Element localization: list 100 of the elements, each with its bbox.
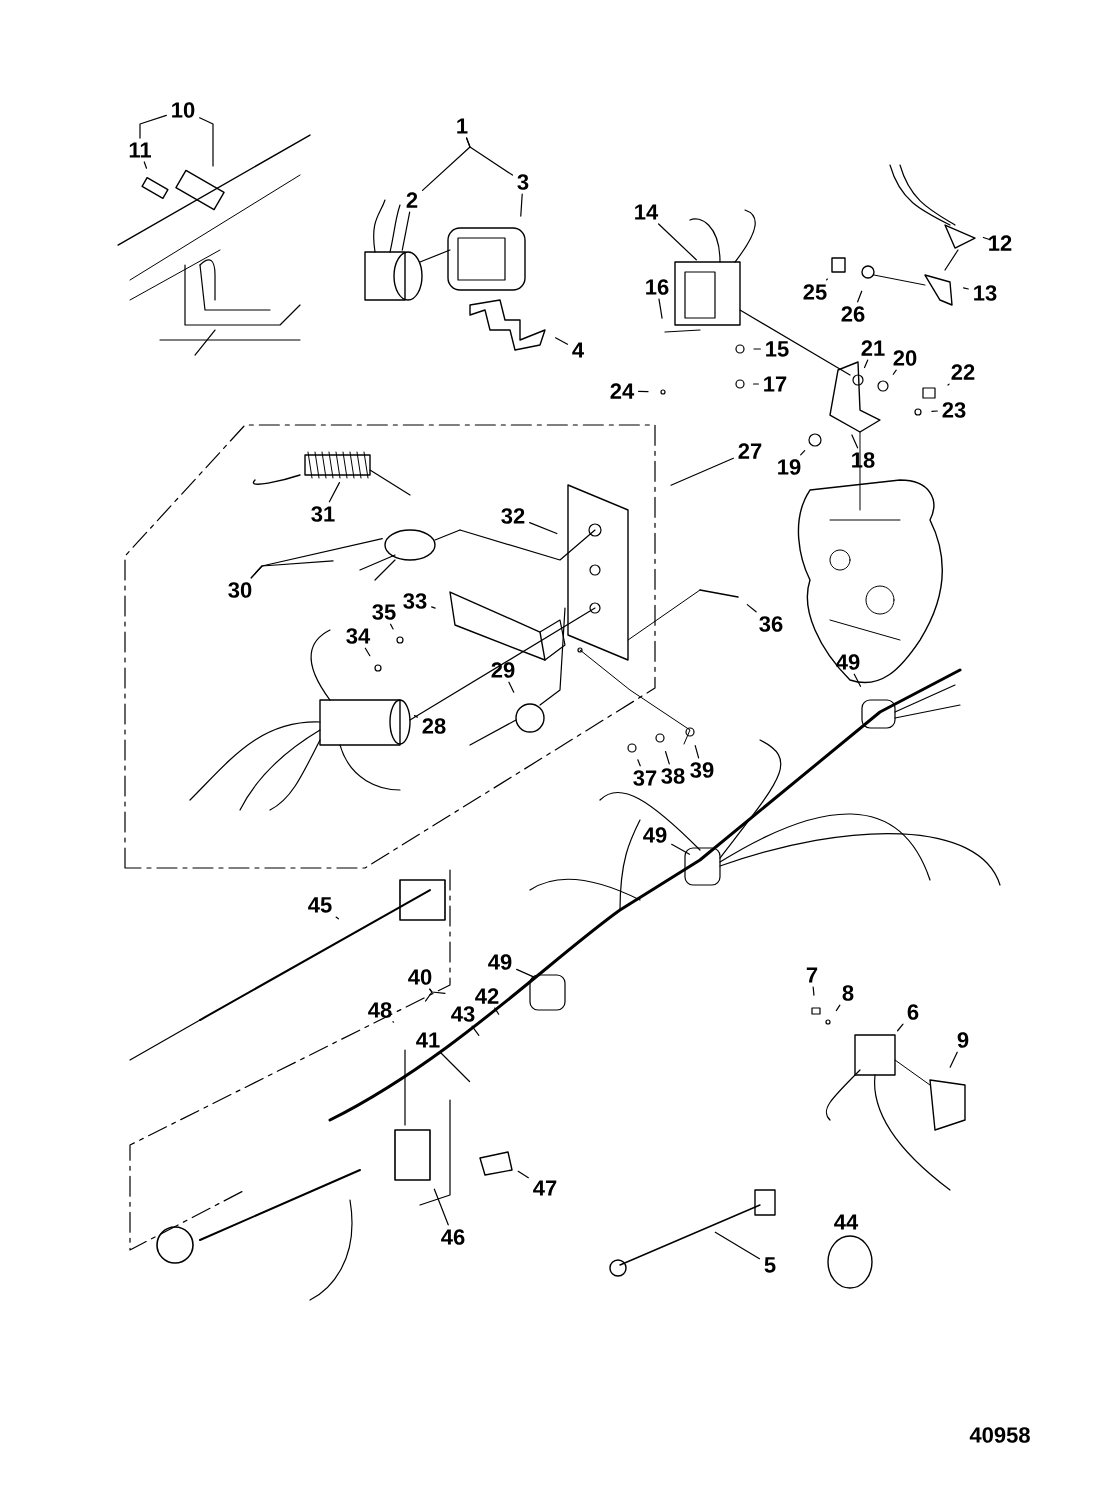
leader-line bbox=[508, 681, 515, 693]
callout-number: 13 bbox=[974, 285, 997, 301]
callout-number: 14 bbox=[635, 204, 659, 220]
leader-line bbox=[694, 745, 700, 759]
callout-number: 15 bbox=[766, 341, 789, 357]
leader-line bbox=[800, 450, 806, 456]
callout-number: 49 bbox=[643, 827, 667, 843]
leader-line bbox=[982, 236, 991, 241]
callout-number: 27 bbox=[738, 443, 762, 459]
leader-line bbox=[664, 750, 670, 765]
callout-number: 10 bbox=[172, 102, 195, 118]
leader-line bbox=[439, 1051, 471, 1083]
leader-line bbox=[857, 290, 863, 303]
callout-number: 49 bbox=[836, 654, 860, 670]
callout-number: 49 bbox=[488, 954, 512, 970]
leader-line bbox=[431, 606, 436, 609]
callout-number: 47 bbox=[533, 1180, 557, 1196]
leader-line bbox=[328, 482, 341, 503]
callout-number: 5 bbox=[764, 1257, 776, 1273]
leader-line bbox=[517, 1170, 529, 1179]
callout-number: 8 bbox=[842, 985, 854, 1001]
leader-line bbox=[949, 1051, 958, 1068]
callout-number: 26 bbox=[841, 306, 865, 322]
leader-line bbox=[658, 298, 663, 319]
leader-line bbox=[752, 383, 759, 385]
callout-number: 6 bbox=[907, 1004, 919, 1020]
callout-number: 33 bbox=[403, 593, 427, 609]
callout-number: 20 bbox=[893, 350, 917, 366]
leader-line bbox=[892, 369, 897, 375]
callout-number: 42 bbox=[475, 988, 499, 1004]
leader-line bbox=[139, 114, 167, 139]
callout-number: 31 bbox=[311, 506, 335, 522]
callout-number: 34 bbox=[346, 628, 371, 644]
leader-line bbox=[389, 623, 394, 630]
callout-number: 40 bbox=[408, 969, 432, 985]
callout-number: 44 bbox=[834, 1214, 859, 1230]
leader-line bbox=[658, 223, 697, 261]
callout-number: 7 bbox=[806, 967, 818, 983]
leader-line bbox=[392, 1021, 395, 1023]
leader-line bbox=[364, 647, 371, 657]
leader-line bbox=[433, 1188, 449, 1226]
callout-number: 11 bbox=[129, 142, 151, 158]
leader-line bbox=[529, 522, 558, 535]
callout-number: 30 bbox=[228, 582, 252, 598]
callout-number: 9 bbox=[957, 1032, 969, 1048]
leader-line bbox=[471, 1025, 480, 1036]
leader-line bbox=[853, 673, 862, 687]
leader-line bbox=[931, 410, 938, 412]
leader-line bbox=[335, 916, 339, 920]
callout-number: 45 bbox=[308, 897, 332, 913]
callout-number: 43 bbox=[451, 1006, 475, 1022]
leader-line bbox=[835, 1004, 841, 1012]
figure-number: 40958 bbox=[969, 1427, 1030, 1443]
callout-number: 35 bbox=[372, 604, 396, 620]
leader-line bbox=[714, 1231, 761, 1260]
callout-number: 3 bbox=[517, 174, 529, 190]
leader-line bbox=[494, 1007, 500, 1015]
callout-number: 23 bbox=[942, 402, 966, 418]
callout-number: 39 bbox=[690, 762, 714, 778]
callout-number: 24 bbox=[610, 383, 635, 399]
callout-number: 32 bbox=[501, 508, 525, 524]
leader-line bbox=[516, 968, 535, 978]
leader-line bbox=[250, 538, 383, 579]
callout-number: 41 bbox=[416, 1032, 440, 1048]
callout-number: 36 bbox=[759, 616, 783, 632]
leader-line bbox=[429, 988, 446, 994]
leader-line bbox=[947, 383, 950, 386]
callout-number: 19 bbox=[778, 459, 801, 475]
leader-line bbox=[851, 434, 859, 449]
leader-line bbox=[753, 348, 761, 350]
callout-number: 29 bbox=[491, 662, 515, 678]
leader-line bbox=[897, 1023, 904, 1032]
callout-number: 12 bbox=[989, 235, 1012, 251]
leader-line bbox=[413, 715, 418, 718]
callout-number: 28 bbox=[422, 718, 446, 734]
callout-number: 22 bbox=[951, 364, 975, 380]
leader-line bbox=[812, 986, 815, 996]
callout-number: 16 bbox=[646, 279, 669, 295]
callout-number: 2 bbox=[406, 192, 418, 208]
callout-number: 38 bbox=[661, 768, 685, 784]
leader-line bbox=[746, 604, 757, 613]
callout-number: 21 bbox=[861, 340, 885, 356]
leader-line bbox=[199, 117, 214, 167]
leader-line bbox=[520, 193, 523, 217]
callout-number: 37 bbox=[633, 770, 657, 786]
callout-number: 4 bbox=[572, 342, 584, 358]
callout-number: 25 bbox=[803, 284, 827, 300]
leader-line bbox=[638, 390, 649, 393]
callout-number: 18 bbox=[852, 452, 875, 468]
leader-line bbox=[825, 278, 828, 281]
leader-line bbox=[401, 211, 411, 251]
callout-number: 48 bbox=[368, 1002, 392, 1018]
leader-line bbox=[143, 161, 148, 169]
callout-number: 1 bbox=[457, 118, 468, 134]
leader-line bbox=[962, 287, 969, 290]
callout-number: 46 bbox=[441, 1229, 465, 1245]
leader-line bbox=[465, 137, 514, 176]
callout-number: 17 bbox=[764, 376, 787, 392]
leader-line bbox=[554, 337, 569, 345]
leader-line bbox=[863, 359, 869, 369]
